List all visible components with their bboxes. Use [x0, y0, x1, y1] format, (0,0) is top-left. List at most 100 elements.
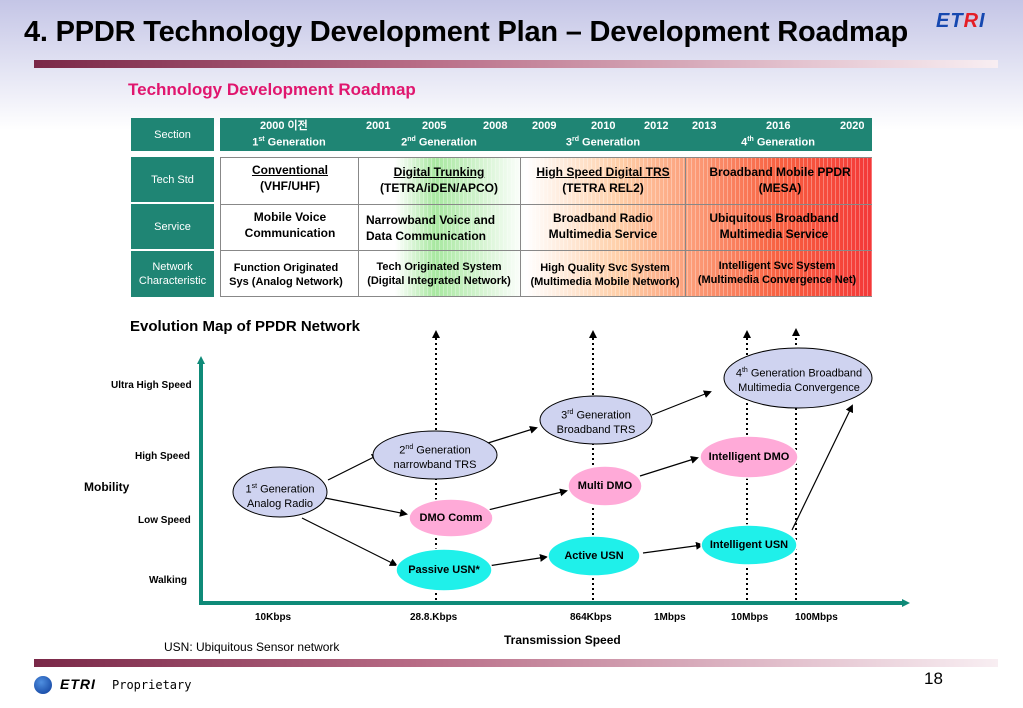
mobility-low: Low Speed [138, 515, 191, 526]
y-axis-label: Mobility [84, 480, 130, 494]
network-gen4: Intelligent Svc System(Multimedia Conver… [684, 259, 870, 287]
gen3-year-3: 2012 [644, 120, 669, 132]
header-divider-bar [34, 60, 998, 68]
gen2-year-1: 2001 [366, 120, 391, 132]
network-gen4-line2: (Multimedia Convergence Net) [697, 274, 857, 286]
gen4-year-3: 2020 [840, 120, 865, 132]
tech-std-gen4-line2: (MESA) [758, 181, 802, 195]
proprietary-label: Proprietary [112, 678, 192, 692]
network-gen3: High Quality Svc System(Multimedia Mobil… [522, 261, 688, 289]
gen4-label: Generation [753, 136, 815, 149]
row-label-service: Service [131, 204, 214, 249]
node-gen3-sup: rd [567, 409, 574, 416]
x-axis-label: Transmission Speed [504, 633, 621, 647]
row-label-tech-std-text: Tech Std [151, 173, 194, 186]
gen1-ordinal: 1 [252, 136, 259, 149]
roadmap-body-background [220, 157, 872, 297]
service-gen2-line2: Data Communication [366, 229, 487, 243]
gen4-year-2: 2016 [766, 120, 791, 132]
arrow-dmo-multi [487, 488, 568, 511]
arrow-gen2-gen3 [487, 425, 538, 444]
tech-std-gen4: Broadband Mobile PPDR (MESA) [688, 164, 872, 196]
node-gen2-line2: narrowband TRS [393, 458, 477, 471]
node-gen3-post: Generation [573, 409, 631, 422]
roadmap-grid-lines [220, 157, 872, 297]
gen4-year-1: 2013 [692, 120, 717, 132]
arrow-passive-active [487, 553, 548, 567]
logo-part-et: ET [936, 10, 964, 32]
node-intelligent-dmo-bubble [699, 435, 799, 479]
network-gen2-line2: (Digital Integrated Network) [367, 275, 511, 287]
mobility-walking: Walking [149, 575, 187, 586]
node-gen1-pre: 1 [245, 483, 252, 496]
gen2-year-2: 2005 [422, 120, 447, 132]
node-gen3-line2: Broadband TRS [556, 423, 636, 436]
node-gen3-bubble [539, 395, 653, 445]
generation-header-1: 2000 이전 1st Generation [220, 119, 358, 150]
arrow-multi-intdmo [639, 455, 699, 477]
tech-std-gen2: Digital Trunking (TETRA/iDEN/APCO) [360, 164, 518, 196]
logo-part-r: R [963, 10, 980, 32]
node-gen2-pre: 2 [399, 444, 406, 457]
gen2-label: Generation [415, 136, 477, 149]
node-intelligent-usn-bubble [700, 524, 798, 566]
logo-part-i: I [979, 10, 986, 32]
node-gen4-sup: th [741, 367, 748, 374]
speed-10kbps: 10Kbps [255, 612, 292, 623]
network-gen3-line2: (Multimedia Mobile Network) [530, 276, 680, 288]
etri-globe-icon [34, 676, 52, 694]
evolution-map-title: Evolution Map of PPDR Network [130, 318, 361, 335]
speed-100mbps: 100Mbps [795, 612, 838, 623]
node-passive-usn-bubble [395, 548, 493, 592]
page-number: 18 [924, 669, 943, 688]
node-intelligent-usn-label: Intelligent USN [709, 539, 789, 551]
node-multi-dmo-bubble [567, 465, 643, 507]
node-active-usn-bubble [547, 535, 641, 577]
tech-std-gen2-line1: Digital Trunking [393, 165, 485, 179]
node-gen1-sup: st [251, 483, 258, 490]
node-gen4-line2: Multimedia Convergence [738, 381, 860, 394]
row-label-tech-std: Tech Std [131, 157, 214, 202]
gen1-year-1: 2000 이전 [260, 120, 308, 132]
arrow-intusn-gen4 [791, 404, 853, 531]
network-gen2: Tech Originated System(Digital Integrate… [358, 260, 520, 288]
gen1-ordinal-suffix: st [258, 136, 265, 143]
tech-std-gen2-line2: (TETRA/iDEN/APCO) [380, 181, 498, 195]
service-gen1-line1: Mobile Voice [253, 210, 327, 224]
node-gen1-bubble [232, 466, 328, 518]
service-gen2-line1: Narrowband Voice and [366, 213, 496, 227]
etri-logo: ETRI [936, 10, 986, 33]
footer-divider-bar [34, 659, 998, 667]
gen3-label: Generation [579, 136, 641, 149]
node-gen2-sup: nd [405, 444, 414, 451]
tech-std-gen1-line2: (VHF/UHF) [260, 179, 320, 193]
node-gen2-bubble [372, 430, 498, 480]
tech-std-gen4-line1: Broadband Mobile PPDR [709, 165, 851, 179]
gen2-year-3: 2008 [483, 120, 508, 132]
mobility-ultra-high: Ultra High Speed [111, 380, 192, 391]
service-gen3-line1: Broadband Radio [552, 211, 653, 225]
node-dmo-comm-bubble [408, 498, 494, 538]
node-gen4-post: Generation Broadband [747, 367, 863, 380]
node-multi-dmo-label: Multi DMO [577, 480, 633, 492]
node-gen1-line2: Analog Radio [246, 497, 314, 510]
node-gen3-pre: 3 [561, 409, 568, 422]
gen4-ordinal-suffix: th [747, 136, 754, 143]
service-gen4-line1: Ubiquitous Broadband [709, 211, 839, 225]
gen3-year-2: 2010 [591, 120, 616, 132]
gen3-ordinal: 3 [565, 136, 572, 149]
network-gen1-line1: Function Originated [233, 262, 339, 274]
node-passive-usn-label: Passive USN* [408, 564, 480, 576]
node-dmo-comm-label: DMO Comm [419, 512, 483, 524]
roadmap-subtitle: Technology Development Roadmap [128, 80, 416, 99]
node-active-usn-label: Active USN [564, 550, 624, 562]
